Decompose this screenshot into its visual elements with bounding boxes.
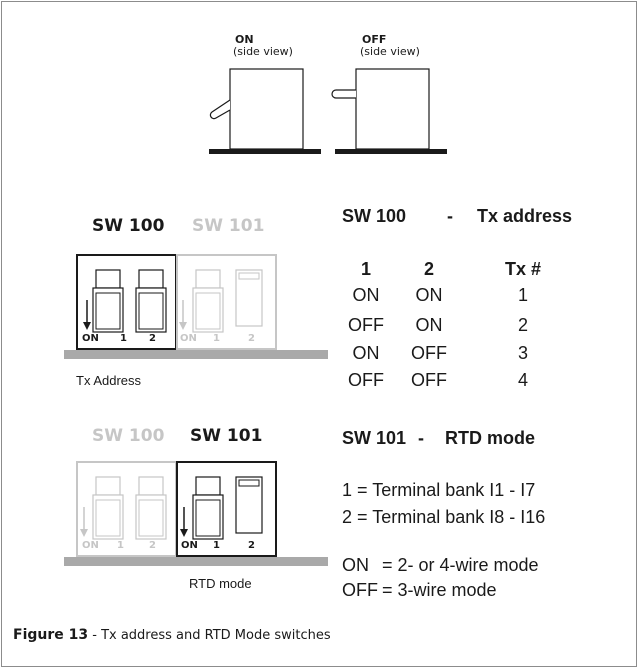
on-side-view-sub: (side view): [233, 45, 293, 58]
rtd-on-value: = 2- or 4-wire mode: [382, 555, 539, 575]
sw101-pos-2: 2: [248, 540, 255, 551]
sw100-pos-1-dimmed: 1: [117, 540, 124, 551]
sw100-pos-1: 1: [120, 333, 127, 344]
off-side-view-label: OFF: [362, 33, 387, 46]
tx-heading-dash: -: [447, 206, 453, 226]
on-side-view-label: ON: [235, 33, 254, 46]
sw100-dip-switch: [76, 254, 177, 350]
sw101-pos-1: 1: [213, 540, 220, 551]
tx-col-header-txnum: Tx #: [504, 259, 542, 279]
tx-col-header-2: 2: [423, 259, 434, 279]
sw101-inactive-label: SW 101: [192, 216, 265, 236]
sw101-dip-switch-dimmed: [176, 254, 277, 350]
tx-heading-right: Tx address: [477, 206, 573, 226]
rtd-line-1: 1 = Terminal bank I1 - I7: [342, 480, 536, 500]
table-cell: ON: [352, 285, 380, 305]
rtd-off-key: OFF: [342, 580, 378, 600]
table-cell: 3: [517, 343, 528, 363]
table-cell: ON: [415, 315, 443, 335]
sw100-dip-switch-dimmed: [76, 461, 177, 557]
table-cell: OFF: [411, 370, 447, 390]
table-cell: 4: [517, 370, 528, 390]
sw101-active-label: SW 101: [190, 426, 263, 446]
off-side-view-sub: (side view): [360, 45, 420, 58]
on-switch-side-view: [209, 68, 321, 154]
sw101-dip-switch: [176, 461, 277, 557]
rtd-off-value: = 3-wire mode: [382, 580, 497, 600]
sw100-inactive-label: SW 100: [92, 426, 165, 446]
table-cell: ON: [415, 285, 443, 305]
sw100-on-marker-dimmed: ON: [82, 540, 99, 551]
rtd-heading-left: SW 101: [342, 428, 407, 448]
off-switch-side-view: [331, 68, 447, 154]
rtd-heading-right: RTD mode: [445, 428, 535, 448]
table-cell: OFF: [348, 315, 384, 335]
figure-number: Figure 13: [13, 627, 89, 643]
rtd-on-key: ON: [342, 555, 369, 575]
tx-heading-left: SW 100: [342, 206, 407, 226]
figure-caption: Figure 13 - Tx address and RTD Mode swit…: [13, 626, 331, 643]
table-cell: OFF: [411, 343, 447, 363]
sw101-pos-1-dimmed: 1: [213, 333, 220, 344]
sw100-pos-2: 2: [149, 333, 156, 344]
rtd-line-2: 2 = Terminal bank I8 - I16: [342, 507, 546, 527]
sw100-active-label: SW 100: [92, 216, 165, 236]
table-cell: OFF: [348, 370, 384, 390]
base-bar: [64, 557, 328, 566]
rtd-mode-caption: RTD mode: [189, 576, 252, 591]
tx-col-header-1: 1: [360, 259, 371, 279]
figure-caption-text: - Tx address and RTD Mode switches: [88, 628, 331, 643]
rtd-heading-dash: -: [418, 428, 424, 448]
tx-address-caption: Tx Address: [76, 373, 142, 388]
sw101-pos-2-dimmed: 2: [248, 333, 255, 344]
sw101-on-marker-dimmed: ON: [180, 333, 197, 344]
sw101-on-marker: ON: [181, 540, 198, 551]
sw100-pos-2-dimmed: 2: [149, 540, 156, 551]
sw100-on-marker: ON: [82, 333, 99, 344]
table-cell: 2: [517, 315, 528, 335]
base-bar: [64, 350, 328, 359]
table-cell: 1: [517, 285, 528, 305]
table-cell: ON: [352, 343, 380, 363]
